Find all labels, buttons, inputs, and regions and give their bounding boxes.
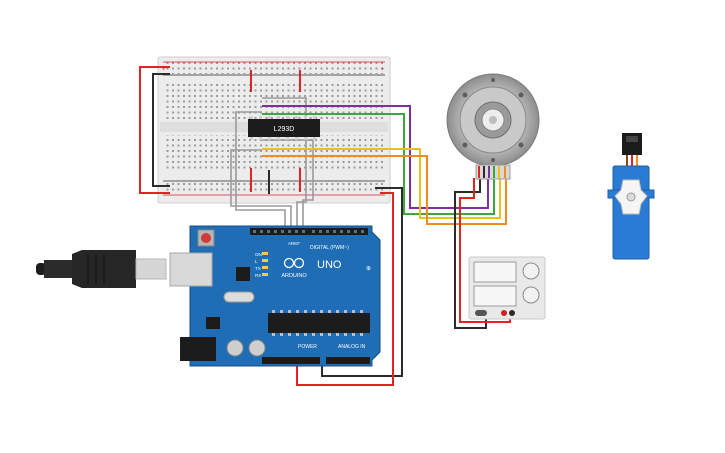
aref-label: AREF [288, 241, 300, 246]
rail-plus-mark: + [162, 67, 166, 73]
atmega-chip [268, 313, 370, 333]
voltage-display [473, 261, 517, 283]
capacitor [226, 339, 244, 357]
tx-led-label: TX [255, 266, 261, 271]
power-header[interactable] [262, 357, 320, 364]
negative-terminal[interactable] [509, 310, 515, 316]
usb-cable [36, 250, 167, 288]
power-header-label: POWER [298, 344, 317, 350]
crystal [223, 291, 255, 303]
power-switch[interactable] [475, 310, 487, 316]
usb-chip [236, 267, 250, 281]
digital-header-label: DIGITAL (PWM~) [310, 245, 349, 251]
power-jack[interactable] [180, 337, 216, 361]
driver-ic[interactable]: L293D [248, 116, 320, 140]
supply-wires[interactable] [296, 178, 511, 386]
capacitor [248, 339, 266, 357]
usb-port[interactable] [169, 252, 213, 287]
current-display [473, 285, 517, 307]
encoder-motor[interactable] [446, 73, 540, 180]
rail-plus-mark: + [381, 67, 385, 73]
analog-header-label: ANALOG IN [338, 344, 366, 350]
driver-ic-label: L293D [274, 126, 295, 133]
board-corner-mark: ⊕ [366, 266, 371, 272]
arduino-brand: ARDUINO [281, 273, 307, 279]
power-loop-wires[interactable] [139, 66, 170, 194]
digital-header[interactable] [250, 228, 368, 235]
l-led-label: L [255, 259, 258, 264]
positive-terminal[interactable] [501, 310, 507, 316]
arduino-uno[interactable]: AREF DIGITAL (PWM~) POWER ANALOG IN ON T… [36, 225, 381, 367]
current-knob[interactable] [522, 286, 540, 304]
arduino-model: UNO [317, 259, 342, 271]
rx-led-label: RX [255, 273, 261, 278]
servo[interactable] [607, 133, 655, 260]
regulator [206, 317, 220, 329]
on-led-label: ON [255, 252, 262, 257]
motor-wires[interactable] [262, 105, 507, 225]
voltage-knob[interactable] [522, 262, 540, 280]
analog-header[interactable] [326, 357, 370, 364]
breadboard-jumpers[interactable] [250, 70, 301, 194]
arduino-logo: ARDUINO [281, 257, 307, 279]
power-supply[interactable] [468, 256, 546, 320]
